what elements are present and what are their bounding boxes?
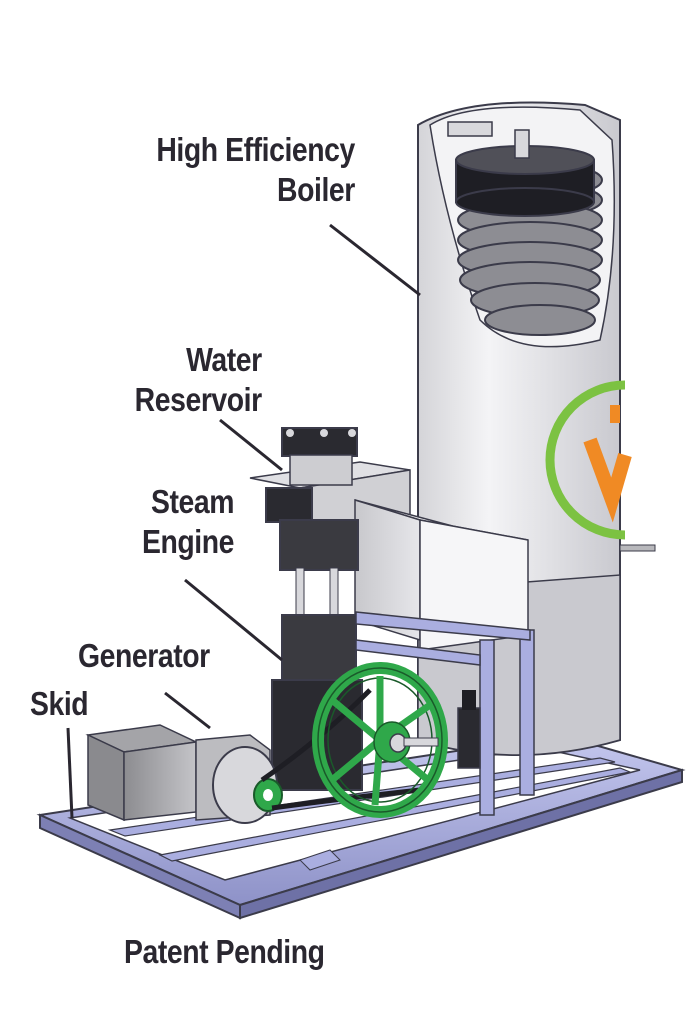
flywheel — [312, 662, 448, 818]
leader-lines — [66, 223, 421, 819]
reservoir-label-line1: Water — [186, 341, 262, 378]
engine-leader-line — [184, 578, 283, 662]
boiler-label-line1: High Efficiency — [156, 131, 355, 168]
pump — [457, 690, 481, 769]
skid-label: Skid — [30, 685, 89, 722]
engine-label-line2: Engine — [141, 523, 234, 560]
boiler-leader-line — [329, 223, 421, 297]
engine-label: Steam Engine — [142, 482, 234, 562]
engine-label-line1: Steam — [150, 483, 234, 520]
burner-head — [447, 121, 595, 217]
steam-engine — [265, 427, 363, 791]
support-frame — [355, 611, 535, 816]
generator — [85, 724, 283, 824]
reservoir-label-line2: Reservoir — [134, 381, 263, 418]
brand-logo — [545, 380, 632, 540]
generator-label: Generator — [78, 637, 210, 674]
patent-pending-footer: Patent Pending — [124, 933, 325, 970]
skid-leader-line — [66, 727, 74, 819]
generator-leader-line — [164, 691, 211, 730]
reservoir-label: Water Reservoir — [134, 340, 263, 420]
boiler-label-line2: Boiler — [277, 171, 355, 208]
boiler — [417, 101, 656, 756]
water-reservoir — [249, 461, 529, 651]
reservoir-leader-line — [219, 418, 283, 472]
boiler-label: High Efficiency Boiler — [156, 130, 355, 210]
